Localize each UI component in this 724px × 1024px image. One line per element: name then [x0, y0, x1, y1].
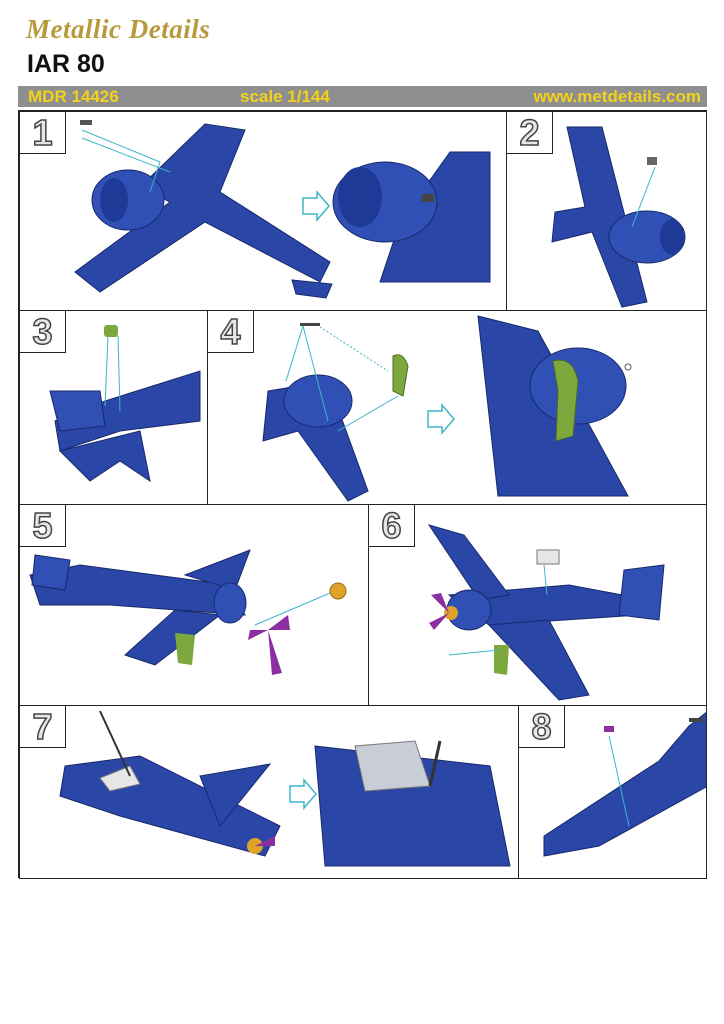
arrow-icon: [289, 777, 317, 811]
step-2-panel: 2: [506, 111, 707, 311]
step-number: 5: [20, 505, 66, 547]
etched-part: [104, 325, 118, 337]
canopy-part: [99, 765, 141, 792]
step-number: 8: [519, 706, 565, 748]
step-5-illustration: [29, 549, 347, 675]
step-6-panel: 6: [368, 504, 707, 706]
step-3-panel: 3: [19, 310, 208, 505]
step-number: 1: [20, 112, 66, 154]
website-url: www.metdetails.com: [533, 87, 701, 106]
brand-logo: Metallic Details: [26, 14, 211, 44]
model-title: IAR 80: [27, 50, 105, 78]
propeller: [248, 615, 290, 675]
step-1-panel: 1: [19, 111, 507, 311]
etched-part: [604, 726, 614, 732]
fighter-underside-view: [74, 123, 333, 299]
etched-part: [300, 323, 320, 326]
etched-part: [80, 120, 92, 125]
step-2-illustration: [551, 126, 686, 308]
step-8-panel: 8: [518, 705, 707, 879]
step-7-panel: 7: [19, 705, 519, 879]
step-number: 4: [208, 311, 254, 353]
instruction-sheet: 1 2: [18, 110, 707, 879]
step-4-panel: 4: [207, 310, 707, 505]
product-code: MDR 14426: [28, 87, 119, 106]
step-5-panel: 5: [19, 504, 369, 706]
step-6-illustration: [427, 524, 665, 701]
guide-lines: [81, 129, 171, 193]
step-1-illustration: [74, 120, 491, 299]
step-number: 2: [507, 112, 553, 154]
step-8-illustration: [543, 711, 706, 857]
arrow-icon: [427, 402, 455, 436]
canopy-part: [536, 549, 560, 565]
spinner: [329, 582, 347, 600]
step-3-illustration: [49, 325, 201, 483]
etched-part-bracket: [392, 354, 409, 397]
step-number: 7: [20, 706, 66, 748]
etched-part: [647, 157, 657, 165]
step-7-illustration: [59, 710, 511, 867]
step-number: 3: [20, 311, 66, 353]
engine-closeup-view: [332, 151, 491, 283]
scale-label: scale 1/144: [240, 87, 330, 106]
info-band: MDR 14426 scale 1/144 www.metdetails.com: [18, 86, 707, 107]
step-4-illustration: [262, 315, 632, 502]
arrow-icon: [302, 189, 330, 223]
step-number: 6: [369, 505, 415, 547]
